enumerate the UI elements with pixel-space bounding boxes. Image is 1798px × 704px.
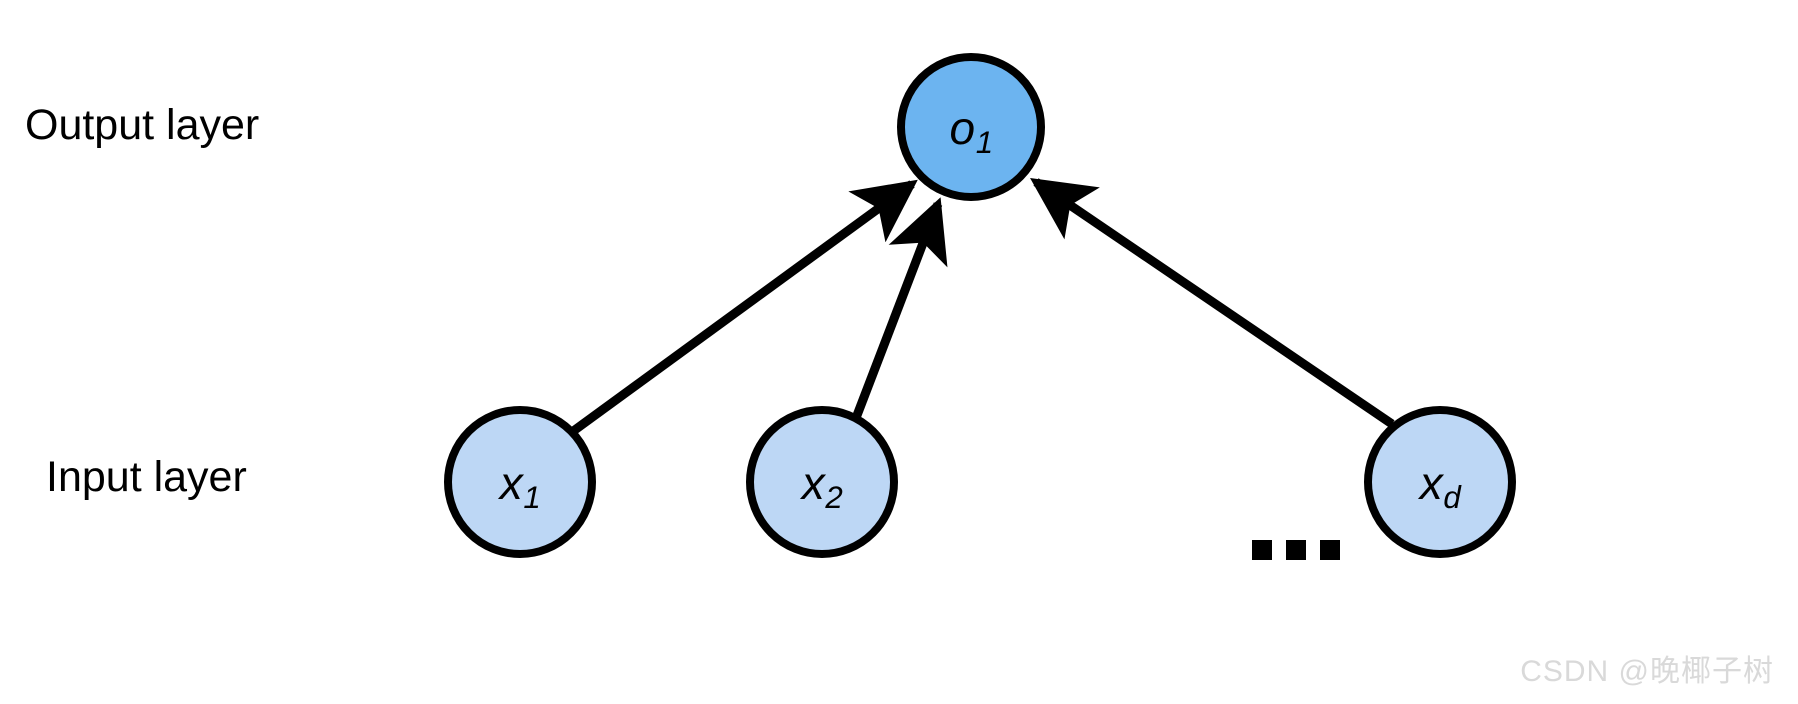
ellipsis-dot-3	[1320, 540, 1340, 560]
nodes-group	[444, 53, 1516, 558]
node-x2[interactable]	[746, 406, 898, 558]
node-xd[interactable]	[1364, 406, 1516, 558]
edge-xd-to-o1	[1030, 177, 1395, 428]
edges-group	[569, 177, 1395, 436]
edge-x2-to-o1	[851, 197, 948, 420]
ellipsis-dot-2	[1286, 540, 1306, 560]
edge-x1-to-o1	[569, 179, 918, 436]
csdn-watermark: CSDN @晚椰子树	[1520, 655, 1774, 688]
node-x1[interactable]	[444, 406, 596, 558]
node-o1[interactable]	[897, 53, 1045, 201]
ellipsis-dots	[1252, 540, 1340, 560]
ellipsis-dot-1	[1252, 540, 1272, 560]
input-layer-label: Input layer	[46, 453, 247, 501]
output-layer-label: Output layer	[25, 101, 260, 149]
